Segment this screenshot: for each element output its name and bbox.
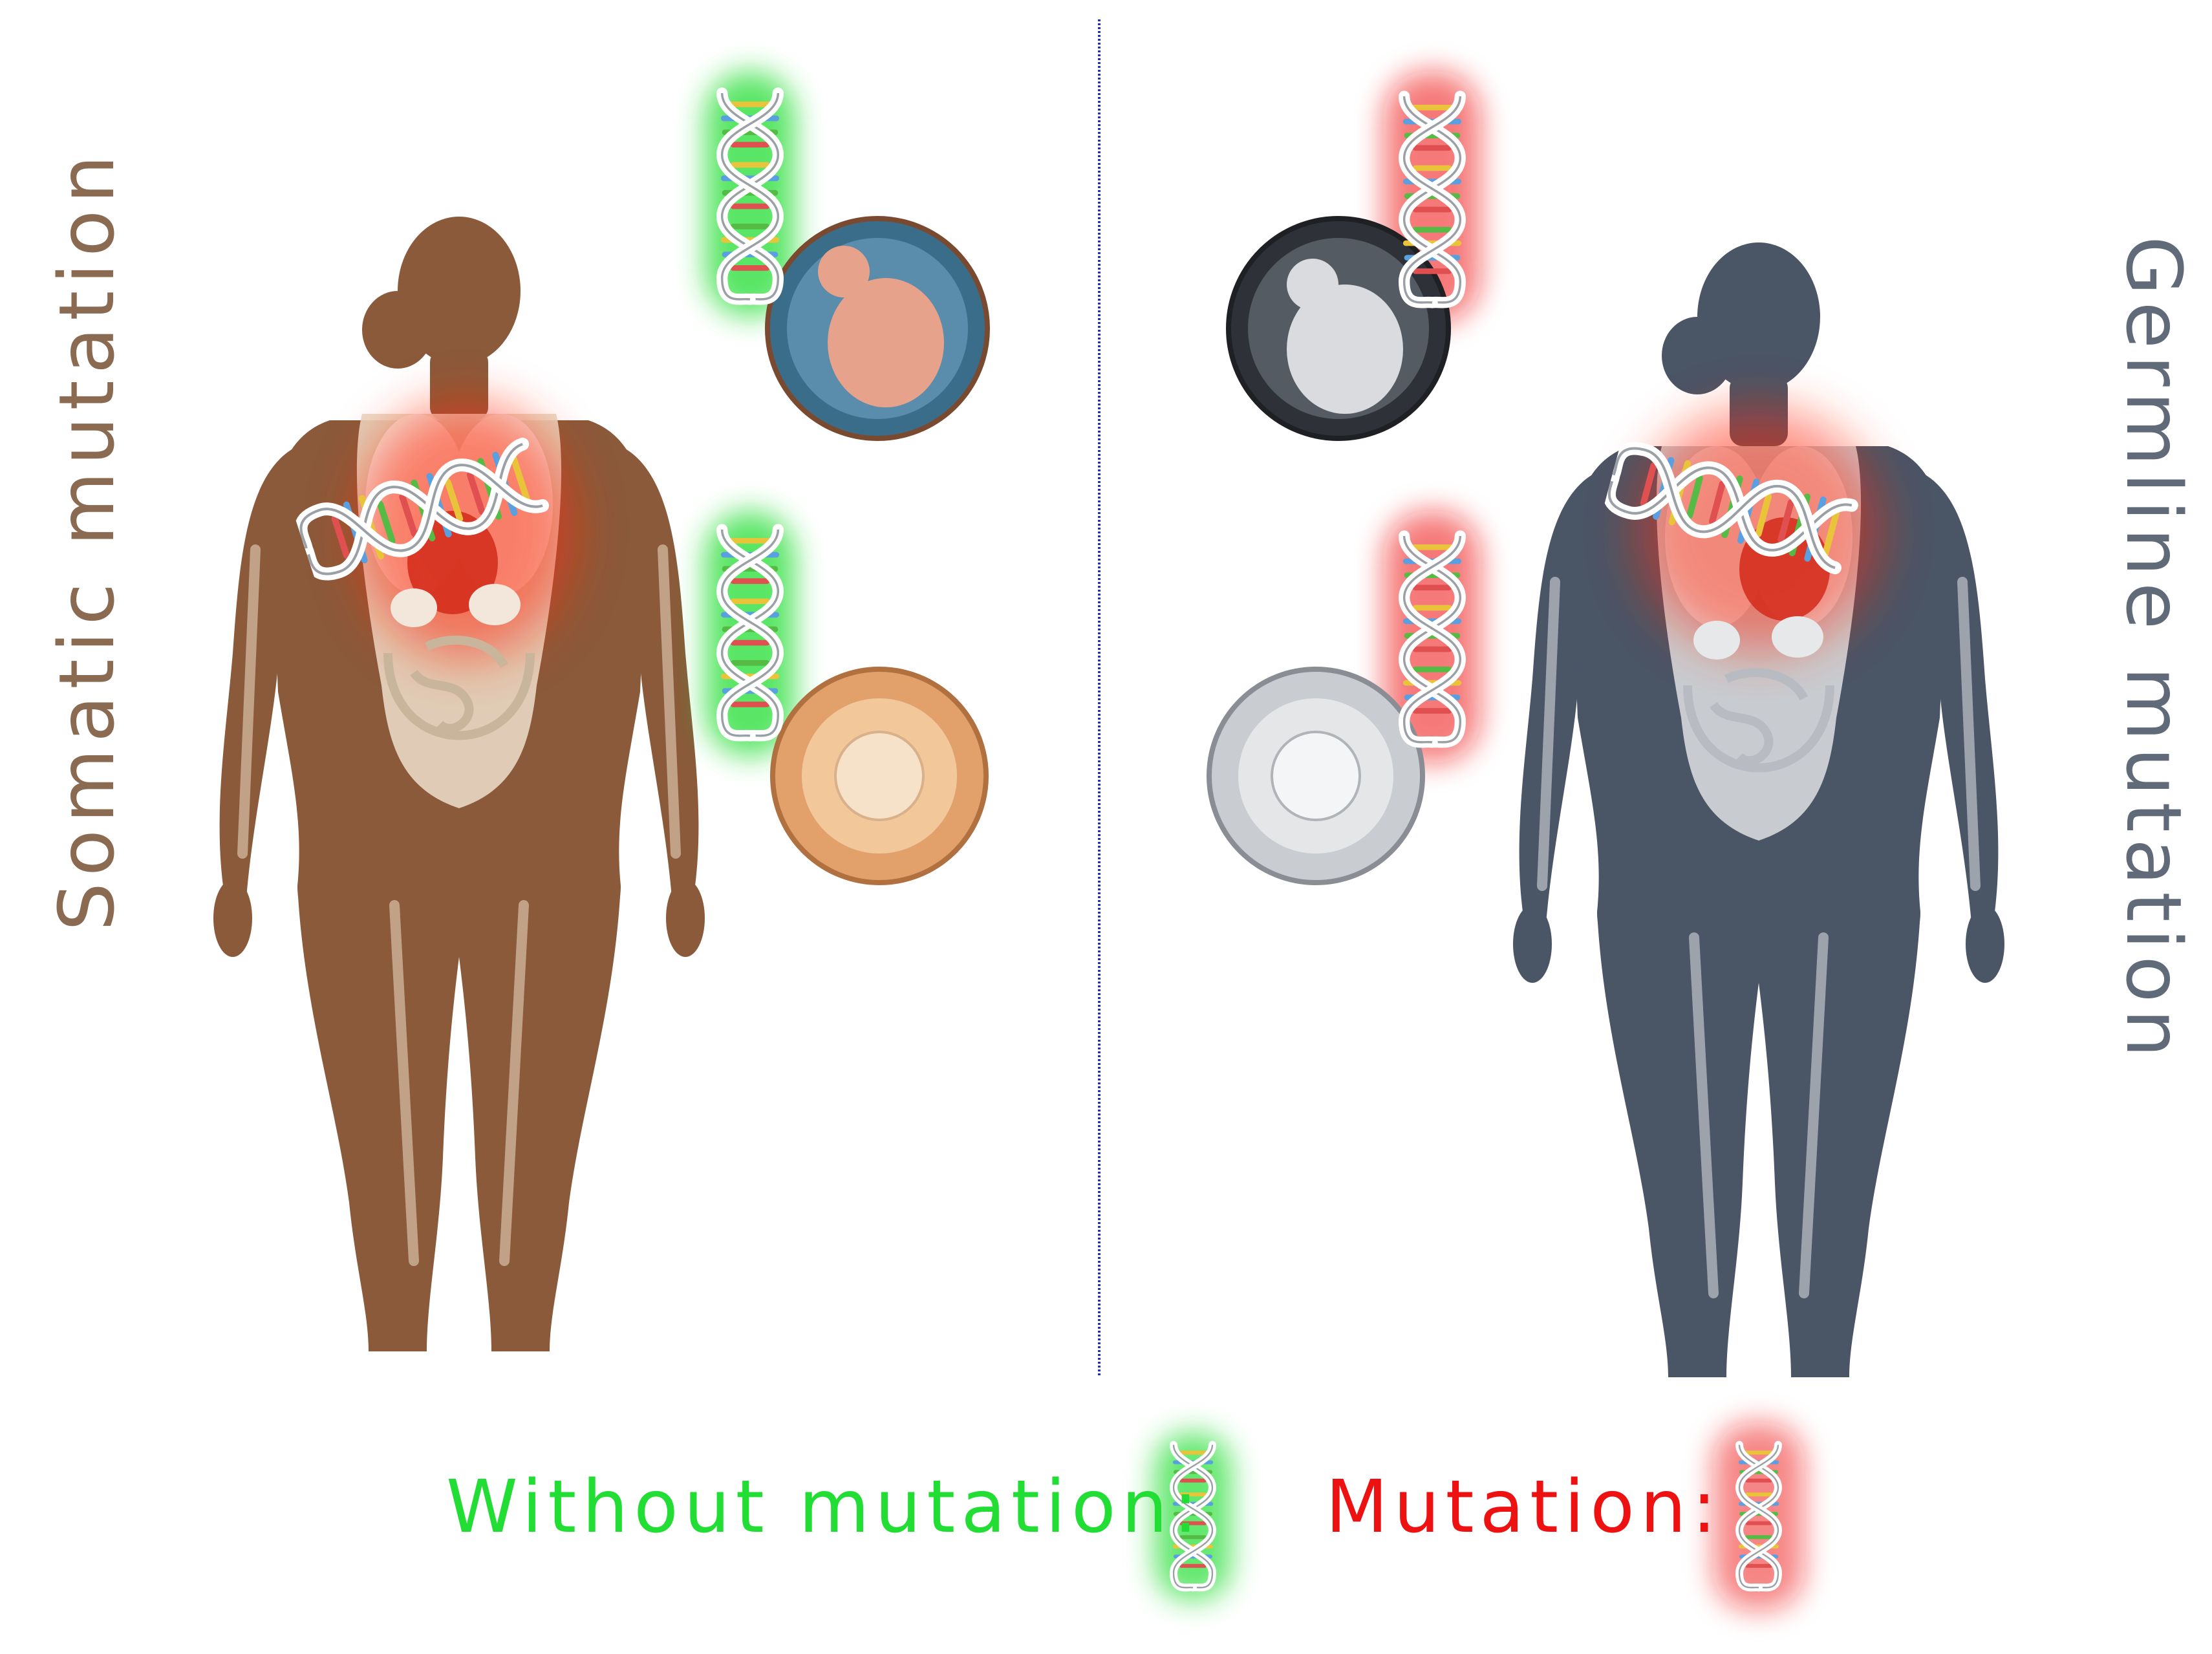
germline-embryo-cell: [1226, 71, 1481, 441]
somatic-egg-cell: [705, 511, 989, 885]
legend-without-mutation-dna-icon: [1154, 1432, 1232, 1600]
legend-without-mutation-label: Without mutation:: [446, 1465, 1204, 1549]
germline-egg-cell: [1207, 511, 1481, 885]
legend-mutation-dna-icon: [1713, 1423, 1804, 1610]
germline-female-figure: [1513, 242, 2004, 1377]
somatic-embryo-cell: [705, 71, 990, 441]
somatic-female-figure: [213, 217, 705, 1351]
legend-mutation-label: Mutation:: [1326, 1465, 1723, 1549]
